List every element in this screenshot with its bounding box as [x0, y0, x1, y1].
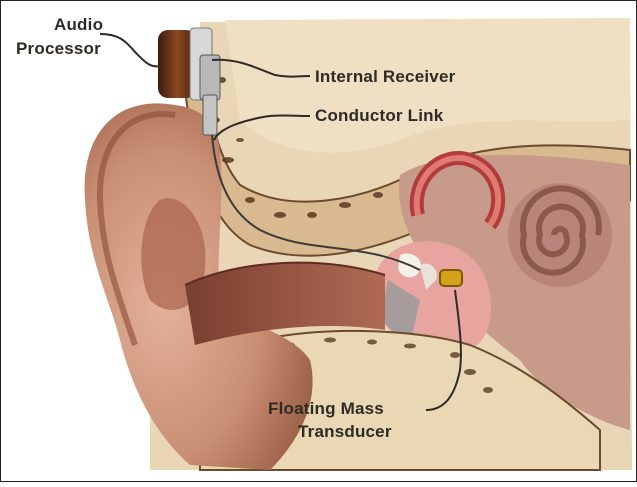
cochlea	[508, 183, 612, 287]
label-floating-mass: Floating Mass	[268, 398, 384, 419]
label-transducer: Transducer	[298, 421, 392, 442]
label-internal-receiver: Internal Receiver	[315, 66, 455, 87]
label-processor: Processor	[16, 38, 101, 59]
floating-mass-transducer-device	[440, 270, 462, 286]
label-conductor-link: Conductor Link	[315, 105, 443, 126]
label-audio: Audio	[54, 14, 103, 35]
internal-receiver-device	[200, 55, 220, 135]
